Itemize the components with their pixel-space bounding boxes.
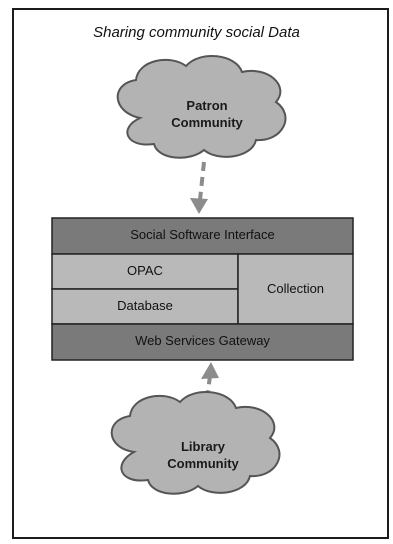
- collection-cell: [237, 253, 354, 325]
- patron-cloud-line2: Community: [171, 115, 243, 130]
- arrow-down-line: [198, 161, 206, 201]
- web-services-gateway-band: [51, 323, 354, 361]
- library-cloud: [110, 390, 281, 495]
- arrow-up-head: [201, 362, 219, 379]
- opac-cell: [51, 253, 239, 290]
- patron-cloud: [116, 54, 287, 159]
- collection-label: Collection: [266, 281, 325, 296]
- library-cloud-label: Library Community: [156, 438, 250, 472]
- opac-label: OPAC: [127, 263, 163, 278]
- diagram-title: Sharing community social Data: [93, 24, 300, 41]
- patron-cloud-line1: Patron: [186, 98, 228, 113]
- social-software-interface-band: [51, 217, 354, 255]
- library-cloud-line1: Library: [180, 439, 226, 454]
- library-cloud-line2: Community: [167, 456, 239, 471]
- patron-cloud-label: Patron Community: [160, 97, 254, 131]
- social-software-interface-label: Social Software Interface: [130, 227, 275, 242]
- arrow-down-head: [190, 198, 208, 214]
- web-services-gateway-label: Web Services Gateway: [135, 333, 270, 348]
- database-label: Database: [117, 298, 173, 313]
